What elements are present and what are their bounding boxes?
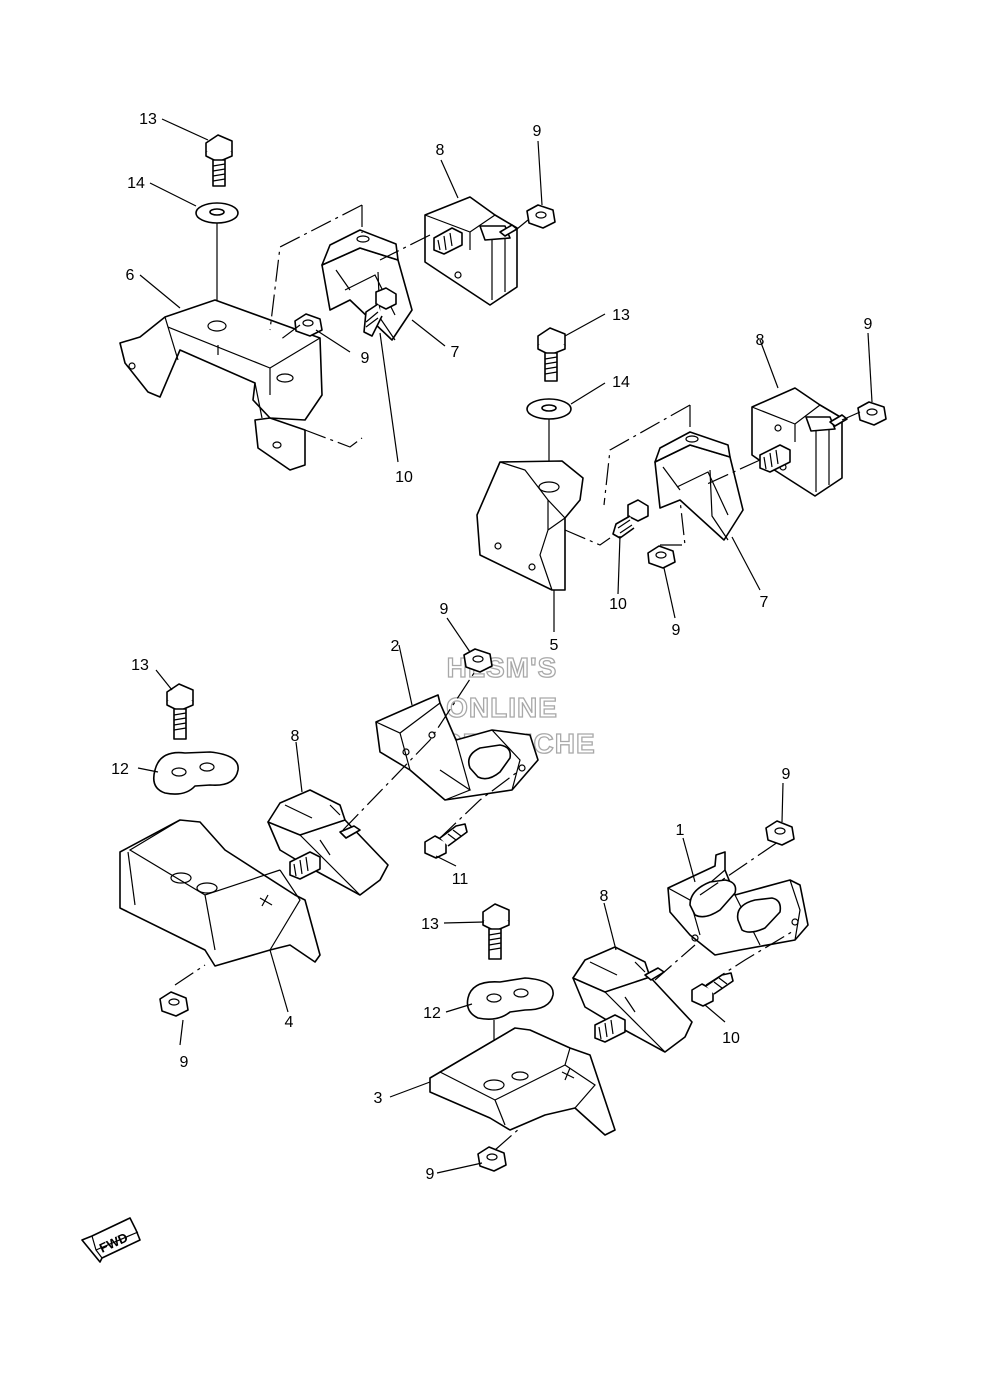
nut-9-mid-left-a [463, 648, 493, 673]
bracket-4 [119, 819, 321, 967]
callout-12: 12 [111, 761, 129, 778]
nut-9-bottom-right-a [765, 820, 795, 846]
rubber-mount-7-top-right [654, 431, 744, 541]
callout-10: 10 [722, 1030, 740, 1047]
damper-8-mid-left [267, 789, 389, 896]
callout-9: 9 [533, 123, 542, 140]
callout-2: 2 [391, 638, 400, 655]
callout-13: 13 [421, 916, 439, 933]
bolt-13-top-right [537, 327, 566, 382]
rubber-mount-7-top-left [321, 229, 413, 341]
callout-9: 9 [672, 622, 681, 639]
bolt-10-top-right [612, 499, 649, 539]
callout-4: 4 [285, 1014, 294, 1031]
callout-13: 13 [139, 111, 157, 128]
bolt-13-bottom-right [482, 903, 510, 960]
callout-1: 1 [676, 822, 685, 839]
bracket-3 [429, 1027, 616, 1136]
nut-9-mid-left-b [159, 991, 189, 1017]
bracket-6 [119, 299, 323, 471]
fwd-arrow: FWD [81, 1217, 141, 1263]
callout-8: 8 [756, 332, 765, 349]
bolt-10-top-left [363, 287, 397, 337]
callout-11: 11 [452, 871, 469, 888]
bolt-13-mid-left [166, 683, 194, 740]
plate-12-bottom-right [466, 977, 554, 1020]
callout-10: 10 [395, 469, 413, 486]
damper-8-top-right [751, 387, 848, 497]
nut-9-top-left-a [526, 204, 556, 229]
nut-9-top-right-b [647, 545, 676, 569]
callout-3: 3 [374, 1090, 383, 1107]
callout-5: 5 [550, 637, 559, 654]
callout-9: 9 [864, 316, 873, 333]
callout-9: 9 [426, 1166, 435, 1183]
bolt-13-top-left [205, 134, 233, 187]
nut-9-bottom-right-b [477, 1146, 507, 1172]
callout-8: 8 [291, 728, 300, 745]
washer-14-top-left [195, 202, 239, 224]
nut-9-top-left-b [294, 313, 323, 337]
callout-8: 8 [600, 888, 609, 905]
callout-10: 10 [609, 596, 627, 613]
callout-13: 13 [612, 307, 630, 324]
callout-7: 7 [451, 344, 460, 361]
callout-9: 9 [361, 350, 370, 367]
damper-8-top-left [424, 196, 518, 306]
bracket-2 [375, 694, 539, 801]
callout-8: 8 [436, 142, 445, 159]
callout-9: 9 [180, 1054, 189, 1071]
bracket-5 [476, 460, 584, 591]
callout-14: 14 [127, 175, 145, 192]
bracket-1 [667, 851, 809, 956]
bolt-11 [424, 823, 468, 859]
nut-9-top-right-a [857, 401, 887, 426]
callout-6: 6 [126, 267, 135, 284]
callout-12: 12 [423, 1005, 441, 1022]
callout-7: 7 [760, 594, 769, 611]
callout-9: 9 [782, 766, 791, 783]
damper-8-bottom-right [572, 946, 693, 1053]
callout-9: 9 [440, 601, 449, 618]
callout-13: 13 [131, 657, 149, 674]
callout-14: 14 [612, 374, 630, 391]
leader-lines [137, 118, 873, 1174]
washer-14-top-right [526, 398, 572, 420]
bolt-10-bottom-right [691, 972, 734, 1007]
watermark-line-2: ONLINE [446, 692, 558, 723]
plate-12-mid-left [152, 751, 239, 795]
watermark-line-1: HLSM'S [447, 652, 558, 683]
callout-labels: 13 14 6 8 9 9 7 10 13 14 8 9 5 10 9 7 9 … [111, 111, 872, 1183]
